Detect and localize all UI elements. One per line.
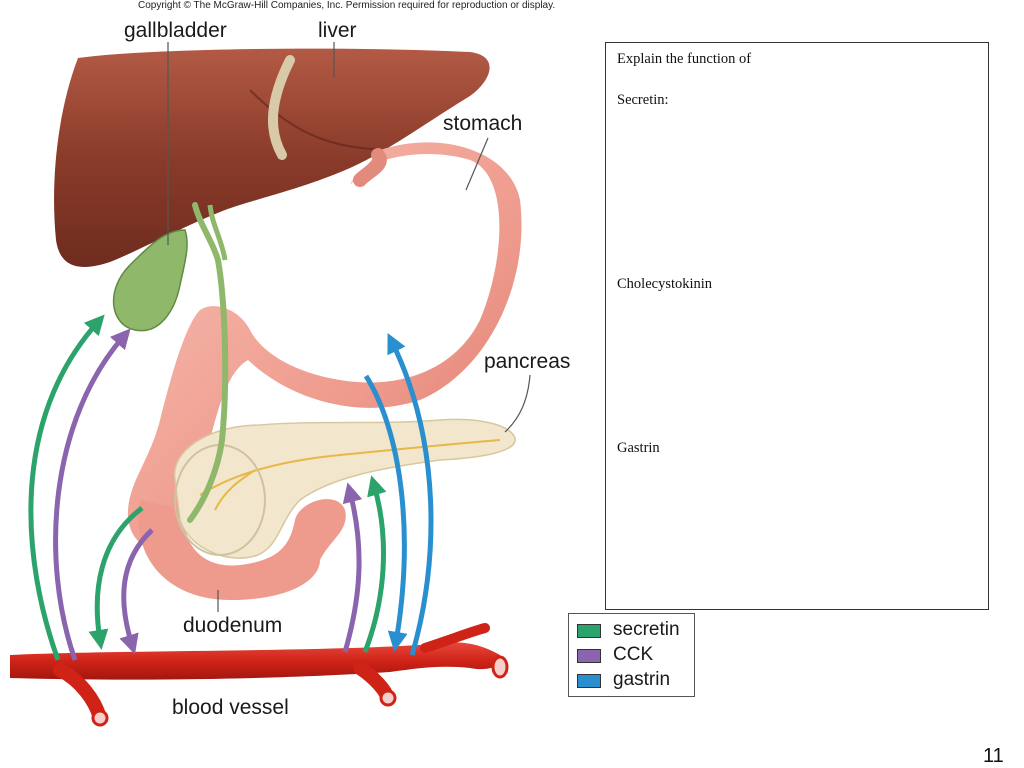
secretin-arrow-blood-to-pancreas [362, 475, 387, 653]
label-pancreas: pancreas [484, 350, 571, 373]
gastrin-arrow-stomach-to-blood [363, 374, 408, 652]
question-secretin: Secretin: [617, 92, 669, 108]
slide-number: 11 [983, 745, 1004, 767]
pancreas-shape [173, 418, 516, 559]
legend-swatch-gastrin [577, 674, 601, 688]
cck-arrow-blood-to-pancreas [342, 482, 363, 653]
gastrin-arrow-blood-to-stomach [387, 333, 434, 656]
liver-shape [54, 48, 490, 267]
question-cck: Cholecystokinin [617, 276, 713, 292]
label-blood-vessel: blood vessel [172, 696, 289, 719]
legend-label: secretin [613, 619, 680, 640]
label-gallbladder: gallbladder [124, 19, 227, 42]
secretin-arrow-blood-to-gallbladder [28, 314, 105, 661]
question-textbox[interactable]: Explain the function of Secretin: Cholec… [605, 42, 989, 610]
question-heading: Explain the function of [617, 51, 752, 67]
legend-swatch-cck [577, 649, 601, 663]
gallbladder-shape [113, 229, 188, 332]
legend-swatch-secretin [577, 624, 601, 638]
copyright-notice: Copyright © The McGraw-Hill Companies, I… [138, 0, 556, 11]
question-gastrin: Gastrin [617, 440, 660, 456]
label-liver: liver [318, 19, 357, 42]
cck-arrow-duodenum-to-blood [119, 528, 154, 655]
label-stomach: stomach [443, 112, 523, 135]
cck-arrow-blood-to-gallbladder [53, 328, 131, 661]
hormone-legend: secretin CCK gastrin [568, 613, 695, 697]
blood-vessel-shape [10, 642, 501, 680]
label-duodenum: duodenum [183, 614, 283, 637]
legend-label: CCK [613, 644, 654, 665]
legend-label: gastrin [613, 669, 671, 690]
duodenum-shape [138, 499, 346, 600]
secretin-arrow-duodenum-to-blood [88, 506, 144, 650]
